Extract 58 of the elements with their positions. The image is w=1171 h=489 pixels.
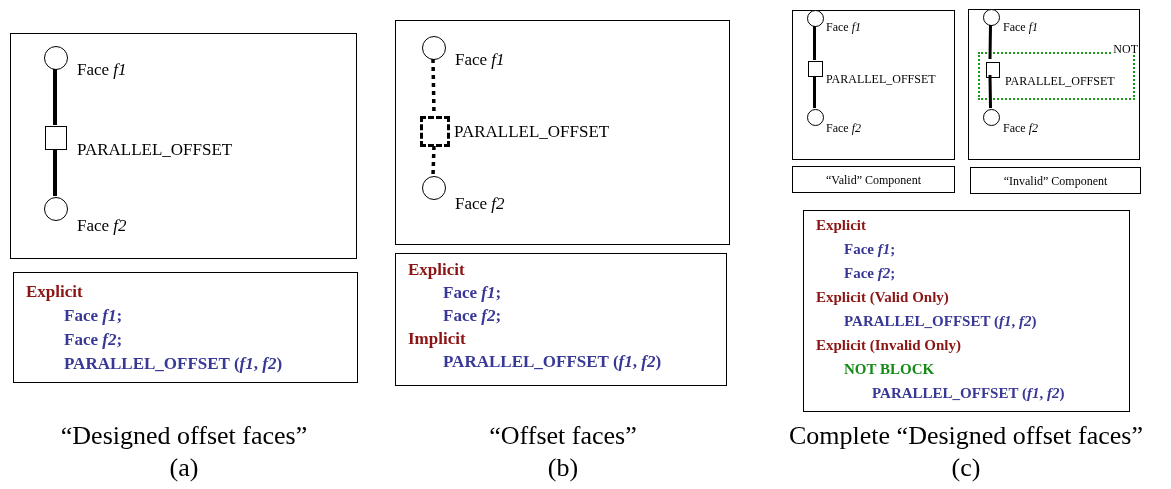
element-label: Face f2 bbox=[826, 122, 861, 134]
code-box bbox=[803, 210, 1130, 412]
dashed-connector bbox=[431, 145, 436, 176]
element-label: Face f1 bbox=[826, 21, 861, 33]
figure-caption: (a) bbox=[169, 452, 199, 484]
code-line: Explicit bbox=[816, 216, 866, 235]
connector-line bbox=[813, 26, 816, 60]
element-label: Face f1 bbox=[77, 61, 127, 78]
component-caption: “Invalid” Component bbox=[1003, 174, 1108, 187]
code-line: NOT BLOCK bbox=[844, 360, 935, 379]
code-line: Explicit bbox=[408, 259, 465, 281]
constraint-square bbox=[986, 62, 1000, 78]
code-line: Face f2; bbox=[64, 329, 123, 351]
code-line: PARALLEL_OFFSET (f1, f2) bbox=[443, 351, 662, 373]
connector-line bbox=[53, 149, 57, 196]
figure-caption: (b) bbox=[547, 452, 579, 484]
figure-caption: “Offset faces” bbox=[489, 420, 637, 452]
code-line: Face f2; bbox=[844, 264, 896, 283]
diagram-panel bbox=[968, 9, 1140, 160]
code-box bbox=[13, 272, 358, 383]
dashed-constraint-square bbox=[420, 116, 450, 147]
diagram-panel bbox=[395, 20, 730, 245]
figure-caption: (c) bbox=[951, 452, 981, 484]
code-line: Face f1; bbox=[64, 305, 123, 327]
element-label: PARALLEL_OFFSET bbox=[454, 123, 610, 140]
element-label: Face f2 bbox=[1003, 122, 1038, 134]
element-label: Face f2 bbox=[455, 195, 505, 212]
code-line: PARALLEL_OFFSET (f1, f2) bbox=[872, 384, 1065, 403]
diagram-panel bbox=[10, 33, 357, 259]
code-line: Face f1; bbox=[443, 282, 502, 304]
connector-line bbox=[53, 69, 57, 125]
element-label: PARALLEL_OFFSET bbox=[77, 141, 233, 158]
code-line: Explicit (Invalid Only) bbox=[816, 336, 962, 355]
code-line: Explicit (Valid Only) bbox=[816, 288, 949, 307]
code-line: PARALLEL_OFFSET (f1, f2) bbox=[844, 312, 1037, 331]
connector-line bbox=[813, 76, 816, 108]
element-label: PARALLEL_OFFSET bbox=[1005, 75, 1115, 87]
caption-box bbox=[970, 167, 1141, 194]
element-label: PARALLEL_OFFSET bbox=[826, 73, 936, 85]
code-line: Face f2; bbox=[443, 305, 502, 327]
code-line: Implicit bbox=[408, 328, 466, 350]
connector-line bbox=[988, 74, 992, 109]
diagram-panel bbox=[792, 10, 955, 160]
element-label: Face f1 bbox=[1003, 21, 1038, 33]
figure-caption: Complete “Designed offset faces” bbox=[789, 420, 1143, 452]
code-line: Explicit bbox=[26, 281, 83, 303]
code-line: PARALLEL_OFFSET (f1, f2) bbox=[64, 353, 283, 375]
element-label: Face f1 bbox=[455, 51, 505, 68]
constraint-square bbox=[808, 61, 823, 77]
code-line: Face f1; bbox=[844, 240, 896, 259]
caption-box bbox=[792, 166, 955, 193]
connector-line bbox=[988, 24, 992, 60]
code-box bbox=[395, 253, 727, 386]
figure-caption: “Designed offset faces” bbox=[60, 420, 308, 452]
not-label: NOT bbox=[1112, 43, 1139, 55]
element-label: Face f2 bbox=[77, 217, 127, 234]
component-caption: “Valid” Component bbox=[826, 173, 921, 186]
constraint-square bbox=[45, 126, 67, 150]
